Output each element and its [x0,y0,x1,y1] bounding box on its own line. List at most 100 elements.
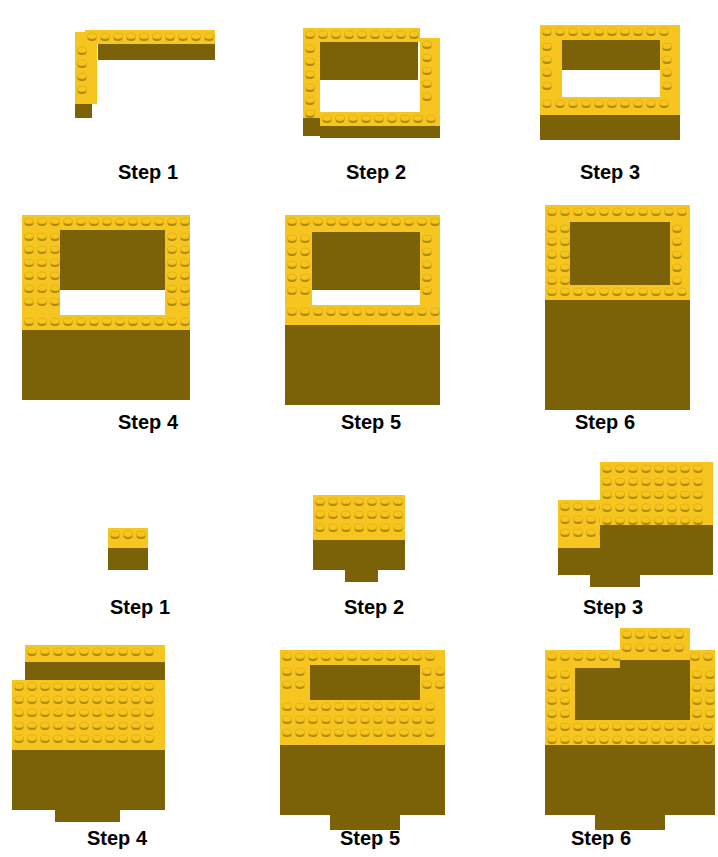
lego-stud [38,218,47,224]
frame-opening [570,222,670,285]
lego-stud [427,115,436,121]
lego-stud [561,697,570,703]
wall-front-face [285,325,440,405]
brick-front-face [620,660,690,672]
lego-stud [348,716,357,722]
wall-top-face [320,112,440,126]
lego-stud [54,696,63,702]
lego-stud [418,308,427,314]
lego-stud [561,671,570,677]
lego-stud [67,735,76,741]
lego-stud [28,735,37,741]
lego-stud [355,524,364,530]
lego-stud [660,28,669,34]
lego-stud [323,115,332,121]
lego-stud [600,288,609,294]
step-label: Step 5 [340,827,400,849]
lego-stud [634,28,643,34]
lego-stud [93,722,102,728]
brick-front-face [345,570,378,582]
lego-stud [353,218,362,224]
lego-stud [569,28,578,34]
lego-stud [704,723,713,729]
lego-stud [694,491,703,497]
lego-stud [51,298,60,304]
lego-stud [394,498,403,504]
lego-stud [181,285,190,291]
lego-stud [348,703,357,709]
lego-stud [587,288,596,294]
lego-stud [358,31,367,37]
lego-stud [410,31,419,37]
lego-stud [28,709,37,715]
lego-stud [423,93,432,99]
lego-stud [288,235,297,241]
lego-stud [205,33,214,39]
lego-stud [548,671,557,677]
lego-stud [288,308,297,314]
lego-stud [67,696,76,702]
lego-stud [361,703,370,709]
lego-stud [342,524,351,530]
brick-top-face [600,462,713,525]
lego-stud [693,710,702,716]
lego-stud [673,277,682,283]
lego-stud [168,318,177,324]
lego-stud [418,218,427,224]
inner-wall-face [320,42,418,80]
lego-stud [361,716,370,722]
lego-stud [101,33,110,39]
lego-stud [145,722,154,728]
lego-stud [54,709,63,715]
lego-stud [145,683,154,689]
lego-stud [587,736,596,742]
lego-stud [543,69,552,75]
lego-stud [329,498,338,504]
lego-stud [694,504,703,510]
lego-stud [665,736,674,742]
lego-stud [306,58,315,64]
lego-stud [114,33,123,39]
lego-stud [93,709,102,715]
lego-stud [25,298,34,304]
lego-stud [665,288,674,294]
lego-stud [25,318,34,324]
lego-stud [64,318,73,324]
lego-stud [116,318,125,324]
lego-stud [288,261,297,267]
lego-stud [322,729,331,735]
lego-stud [296,653,305,659]
lego-stud [80,709,89,715]
lego-stud [355,498,364,504]
lego-stud [561,264,570,270]
lego-stud [561,225,570,231]
lego-stud [652,208,661,214]
lego-stud [681,478,690,484]
lego-stud [67,722,76,728]
lego-stud [603,517,612,523]
lego-stud [405,218,414,224]
lego-stud [348,729,357,735]
lego-stud [548,277,557,283]
lego-stud [616,465,625,471]
lego-stud [595,100,604,106]
lego-stud [379,218,388,224]
lego-stud [119,735,128,741]
lego-stud [678,736,687,742]
lego-stud [368,498,377,504]
lego-stud [283,653,292,659]
lego-stud [168,259,177,265]
lego-stud [613,288,622,294]
lego-stud [145,735,154,741]
lego-stud [414,115,423,121]
lego-stud [145,696,154,702]
lego-stud [67,683,76,689]
step-label: Step 1 [118,161,178,183]
step-label: Step 3 [580,161,640,183]
lego-stud [706,710,715,716]
step-label: Step 4 [87,827,147,849]
lego-stud [374,716,383,722]
wall-top-face [85,30,215,44]
lego-stud [647,28,656,34]
step-label: Step 1 [110,596,170,618]
